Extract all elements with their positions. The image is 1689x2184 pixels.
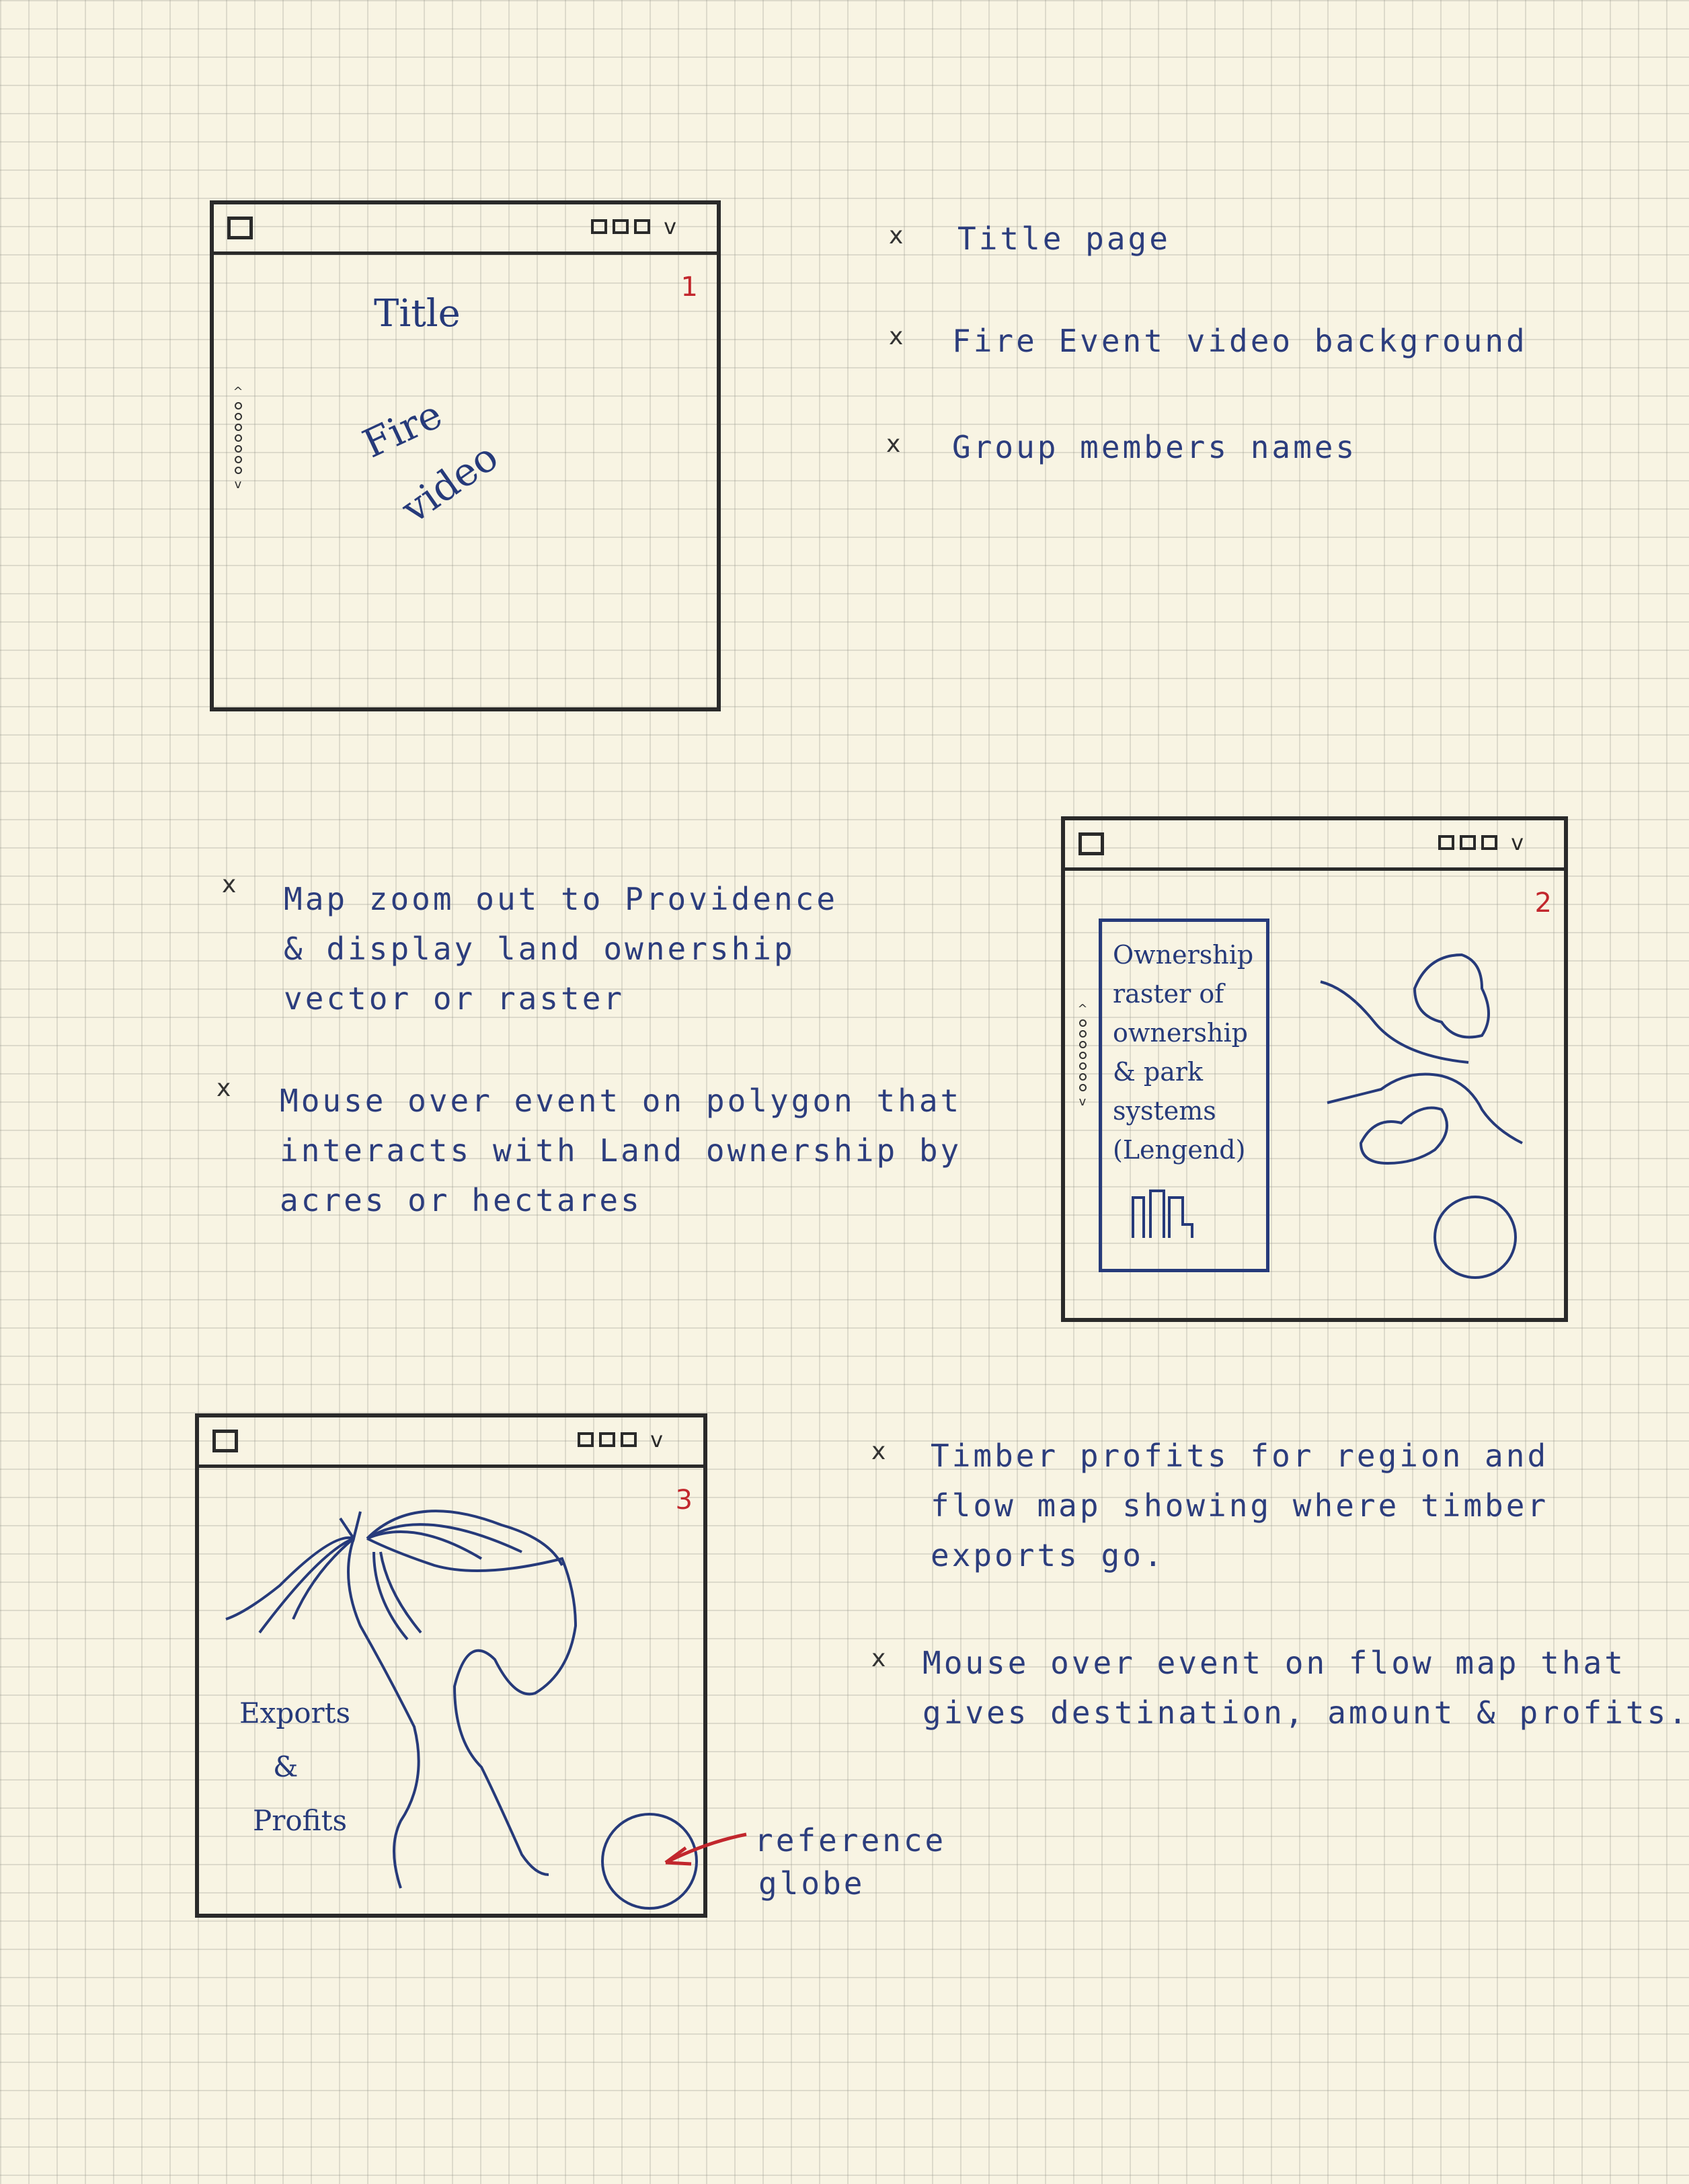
flow-map-sketch xyxy=(225,1510,698,1910)
maximize-icon[interactable] xyxy=(599,1432,616,1447)
frame3-label-line: Profits xyxy=(253,1804,348,1837)
minimize-icon[interactable] xyxy=(1438,835,1455,850)
legend-line: systems xyxy=(1113,1096,1216,1126)
mini-bar-chart-icon xyxy=(1132,1190,1193,1238)
legend-line: raster of xyxy=(1113,979,1224,1009)
chevron-down-icon[interactable]: v xyxy=(650,1427,663,1452)
frame3-label-line: & xyxy=(273,1750,299,1783)
window-title-bar: v xyxy=(1065,820,1564,871)
note-group-members: Group members names xyxy=(952,429,1358,465)
bullet-marker: x xyxy=(889,222,904,249)
bullet-marker: x xyxy=(217,1075,231,1102)
globe-icon xyxy=(601,1813,698,1910)
bullet-marker: x xyxy=(886,430,901,458)
page-number: 2 xyxy=(1534,888,1552,919)
legend-line: ownership xyxy=(1113,1018,1248,1048)
chevron-down-icon[interactable]: v xyxy=(664,214,676,239)
frame3-label-line: Exports xyxy=(239,1696,351,1729)
legend-panel: Ownership raster of ownership & park sys… xyxy=(1099,919,1269,1272)
window-menu-icon[interactable] xyxy=(227,217,253,239)
note-map-zoom: Map zoom out to Providence & display lan… xyxy=(284,881,838,1017)
map-sketch xyxy=(1320,953,1523,1279)
globe-icon xyxy=(1433,1196,1517,1279)
bullet-marker: x xyxy=(871,1438,886,1465)
annotation-label: reference xyxy=(754,1822,947,1859)
minimize-icon[interactable] xyxy=(591,219,608,234)
bullet-marker: x xyxy=(222,871,237,898)
annotation-label: globe xyxy=(758,1865,865,1902)
legend-line: & park xyxy=(1113,1057,1204,1087)
wireframe-1: v 1 Title Fire video ^v xyxy=(210,200,721,711)
note-fire-video: Fire Event video background xyxy=(952,323,1528,359)
note-mouse-over-flow-map: Mouse over event on flow map that gives … xyxy=(922,1645,1689,1731)
close-icon[interactable] xyxy=(1481,835,1498,850)
scroll-nav-dots[interactable]: ^v xyxy=(233,385,243,492)
window-menu-icon[interactable] xyxy=(212,1430,238,1452)
window-menu-icon[interactable] xyxy=(1078,832,1104,855)
title-placeholder: Title xyxy=(374,292,461,336)
legend-line: (Lengend) xyxy=(1113,1135,1246,1165)
maximize-icon[interactable] xyxy=(1460,835,1477,850)
minimize-icon[interactable] xyxy=(578,1432,594,1447)
page-number: 3 xyxy=(675,1485,693,1516)
window-controls: v xyxy=(578,1427,663,1452)
note-title-page: Title page xyxy=(957,221,1171,257)
wireframe-3: v 3 Exports & Profits xyxy=(195,1413,707,1918)
page-number: 1 xyxy=(680,272,698,303)
note-mouse-over-polygon: Mouse over event on polygon that interac… xyxy=(280,1083,962,1218)
legend-line: Ownership xyxy=(1113,940,1254,970)
window-title-bar: v xyxy=(214,204,717,255)
window-controls: v xyxy=(1438,830,1524,855)
close-icon[interactable] xyxy=(621,1432,637,1447)
window-title-bar: v xyxy=(199,1417,703,1468)
chevron-down-icon[interactable]: v xyxy=(1511,830,1524,855)
scroll-nav-dots[interactable]: ^v xyxy=(1077,1002,1088,1109)
note-timber-profits: Timber profits for region and flow map s… xyxy=(931,1438,1549,1573)
maximize-icon[interactable] xyxy=(613,219,629,234)
wireframe-2: v 2 ^v Ownership raster of ownership & p… xyxy=(1061,816,1568,1322)
bullet-marker: x xyxy=(889,323,904,350)
window-controls: v xyxy=(591,214,676,239)
close-icon[interactable] xyxy=(634,219,651,234)
bullet-marker: x xyxy=(871,1645,886,1672)
